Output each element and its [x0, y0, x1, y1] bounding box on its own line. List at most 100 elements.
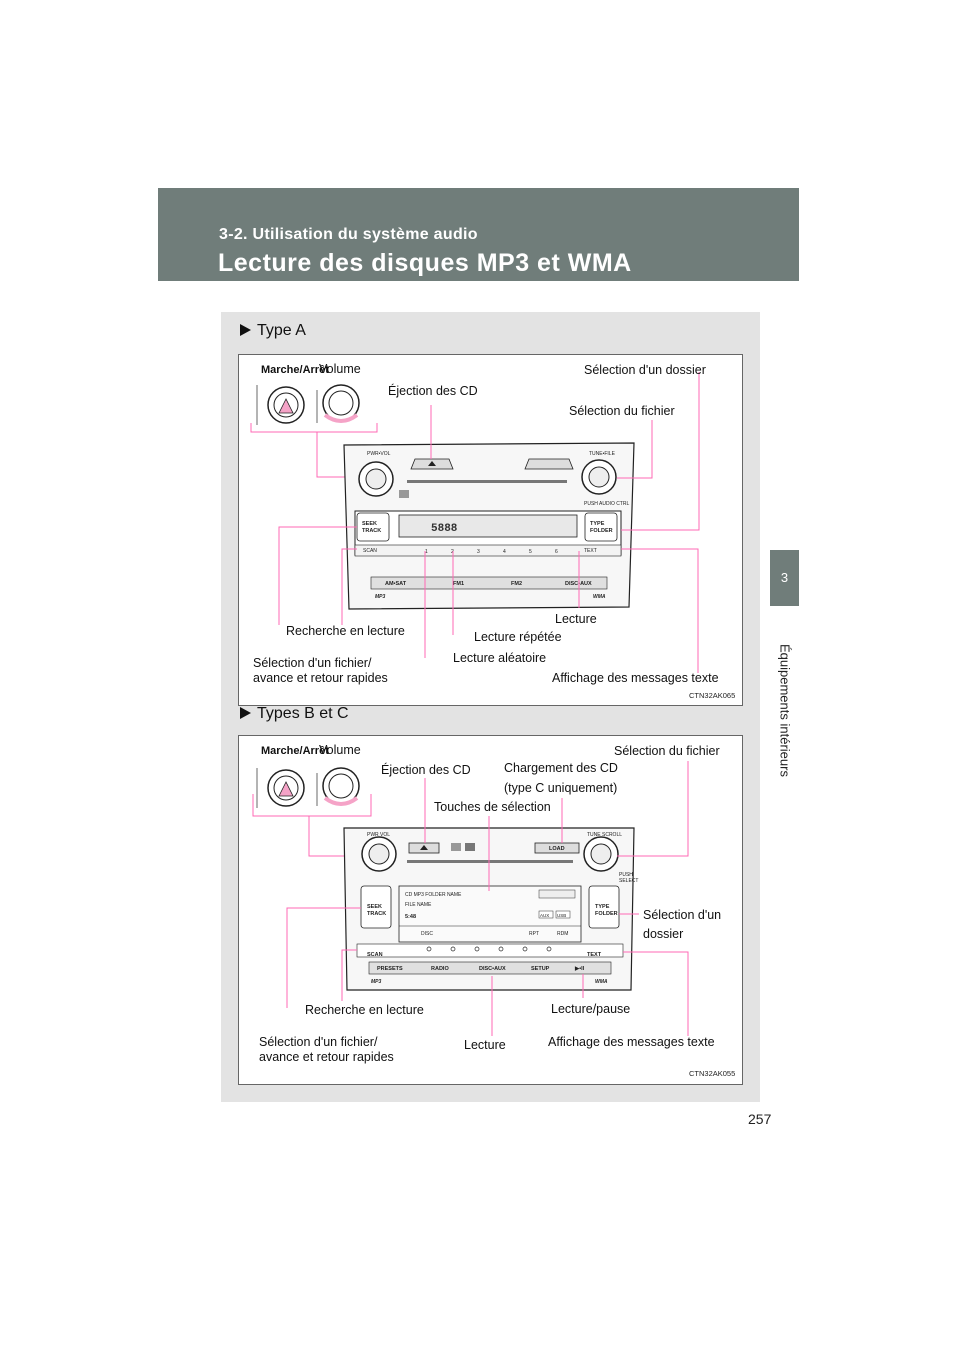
eject-icon	[420, 845, 428, 850]
push-audio-ctrl-label: PUSH AUDIO CTRL	[584, 501, 630, 507]
affichage-texte-label: Affichage des messages texte	[552, 671, 719, 685]
press-arrow-icon	[278, 398, 294, 414]
rotate-arrow-icon	[323, 413, 359, 423]
pwr-vol-label: PWR VOL	[367, 832, 390, 838]
figure-type-bc: Marche/Arrêt Volume PWR VOL TUNE SCROLL …	[238, 735, 743, 1085]
display-disc: DISC	[421, 931, 433, 937]
type-bc-heading: Types B et C	[240, 705, 349, 723]
rotate-arrow-icon	[323, 796, 359, 806]
press-arrow-icon	[278, 781, 294, 797]
volume-label: Volume	[319, 362, 361, 376]
head-unit-bc: PWR VOL TUNE SCROLL PUSH SELECT LOAD SEE…	[343, 827, 638, 991]
selection-dossier-label-2: dossier	[643, 927, 683, 941]
track-label: TRACK	[362, 528, 381, 534]
folder-label: FOLDER	[595, 911, 618, 917]
preset-button[interactable]	[450, 946, 456, 952]
type-a-heading: Type A	[240, 322, 306, 340]
recherche-label: Recherche en lecture	[286, 624, 405, 638]
am-sat-button[interactable]: AM•SAT	[385, 581, 407, 587]
lecture-label: Lecture	[464, 1038, 506, 1052]
preset-6-button[interactable]: 6	[555, 549, 558, 555]
bullet-triangle-icon	[240, 324, 251, 336]
header-band	[158, 188, 799, 281]
setup-button[interactable]: SETUP	[531, 966, 550, 972]
type-label: TYPE	[595, 904, 610, 910]
lecture-label: Lecture	[555, 612, 597, 626]
wma-logo: WMA	[593, 594, 606, 600]
chapter-label: Équipements intérieurs	[768, 620, 802, 800]
figure-type-a: Marche/Arrêt Volume PWR•VOL TUNE•FILE PU…	[238, 354, 743, 706]
pwr-vol-label: PWR•VOL	[367, 451, 391, 457]
type-folder-button[interactable]	[588, 885, 620, 929]
preset-3-button[interactable]: 3	[477, 549, 480, 555]
chapter-tab: 3	[770, 550, 799, 606]
wma-logo: WMA	[595, 979, 608, 985]
affichage-texte-label: Affichage des messages texte	[548, 1035, 715, 1049]
fm1-button[interactable]: FM1	[453, 581, 464, 587]
seek-track-button[interactable]	[360, 885, 392, 929]
selection-fichier-label: Sélection du fichier	[569, 404, 675, 418]
recherche-label: Recherche en lecture	[305, 1003, 424, 1017]
load-label: LOAD	[549, 846, 565, 852]
head-unit-a: PWR•VOL TUNE•FILE PUSH AUDIO CTRL SEEK T…	[343, 442, 635, 610]
preset-button[interactable]	[474, 946, 480, 952]
chapter-title: Équipements intérieurs	[777, 643, 793, 777]
seek-label: SEEK	[362, 521, 377, 527]
type-folder-button[interactable]	[584, 512, 618, 542]
display-usb: USB	[557, 913, 566, 918]
display-folder-name: CD MP3 FOLDER NAME	[405, 892, 462, 898]
preset-button[interactable]	[546, 946, 552, 952]
preset-4-button[interactable]: 4	[503, 549, 506, 555]
select-label: SELECT	[619, 878, 638, 884]
preset-button[interactable]	[426, 946, 432, 952]
lcd-digits: 5888	[431, 523, 458, 535]
aleatoire-label: Lecture aléatoire	[453, 651, 546, 665]
display-time: 5:48	[405, 914, 416, 920]
fm2-button[interactable]: FM2	[511, 581, 522, 587]
chargement-label-2: (type C uniquement)	[504, 781, 617, 795]
selection-fichier-avance-label-2: avance et retour rapides	[259, 1050, 394, 1064]
type-label: TYPE	[590, 521, 605, 527]
load-button[interactable]	[534, 842, 580, 854]
preset-1-button[interactable]: 1	[425, 549, 428, 555]
marche-arret-label: Marche/Arrêt	[261, 364, 329, 376]
preset-button[interactable]	[498, 946, 504, 952]
preset-button[interactable]	[522, 946, 528, 952]
ejection-label: Éjection des CD	[381, 762, 471, 777]
scan-button[interactable]: SCAN	[363, 548, 377, 554]
selection-dossier-label: Sélection d'un dossier	[584, 363, 706, 377]
radio-button[interactable]: RADIO	[431, 966, 449, 972]
display-rdm: RDM	[557, 931, 568, 937]
inset-knobs: Marche/Arrêt Volume	[256, 362, 361, 425]
scan-button[interactable]: SCAN	[367, 952, 383, 958]
figure-type-bc-drawing: Marche/Arrêt Volume PWR VOL TUNE SCROLL …	[252, 743, 735, 1078]
display-aux: AUX	[540, 913, 549, 918]
presets-button[interactable]: PRESETS	[377, 966, 403, 972]
selection-buttons	[426, 946, 552, 952]
mp3-logo: MP3	[375, 594, 386, 600]
display-file-name: FILE NAME	[405, 902, 432, 908]
disc-aux-button[interactable]: DISC•AUX	[479, 966, 506, 972]
display-rpt: RPT	[529, 931, 539, 937]
cd-slot	[407, 860, 573, 863]
track-label: TRACK	[367, 911, 386, 917]
type-bc-heading-text: Types B et C	[257, 705, 349, 722]
play-pause-button[interactable]: ▶•II	[574, 965, 585, 972]
mp3-logo: MP3	[371, 979, 382, 985]
bullet-triangle-icon	[240, 707, 251, 719]
inset-knobs: Marche/Arrêt Volume	[256, 743, 361, 808]
figure-code: CTN32AK055	[689, 1069, 735, 1078]
selection-fichier-label: Sélection du fichier	[614, 744, 720, 758]
text-button[interactable]: TEXT	[584, 548, 597, 554]
figure-type-a-drawing: Marche/Arrêt Volume PWR•VOL TUNE•FILE PU…	[250, 362, 735, 700]
repetee-label: Lecture répétée	[474, 630, 562, 644]
text-button[interactable]: TEXT	[587, 952, 602, 958]
type-a-heading-text: Type A	[257, 322, 306, 339]
seek-track-button[interactable]	[356, 512, 390, 542]
page-title: Lecture des disques MP3 et WMA	[218, 249, 632, 277]
preset-5-button[interactable]: 5	[529, 549, 532, 555]
figure-code: CTN32AK065	[689, 691, 735, 700]
cd-slot	[407, 480, 567, 483]
chargement-label-1: Chargement des CD	[504, 761, 618, 775]
tune-scroll-label: TUNE SCROLL	[587, 832, 622, 838]
